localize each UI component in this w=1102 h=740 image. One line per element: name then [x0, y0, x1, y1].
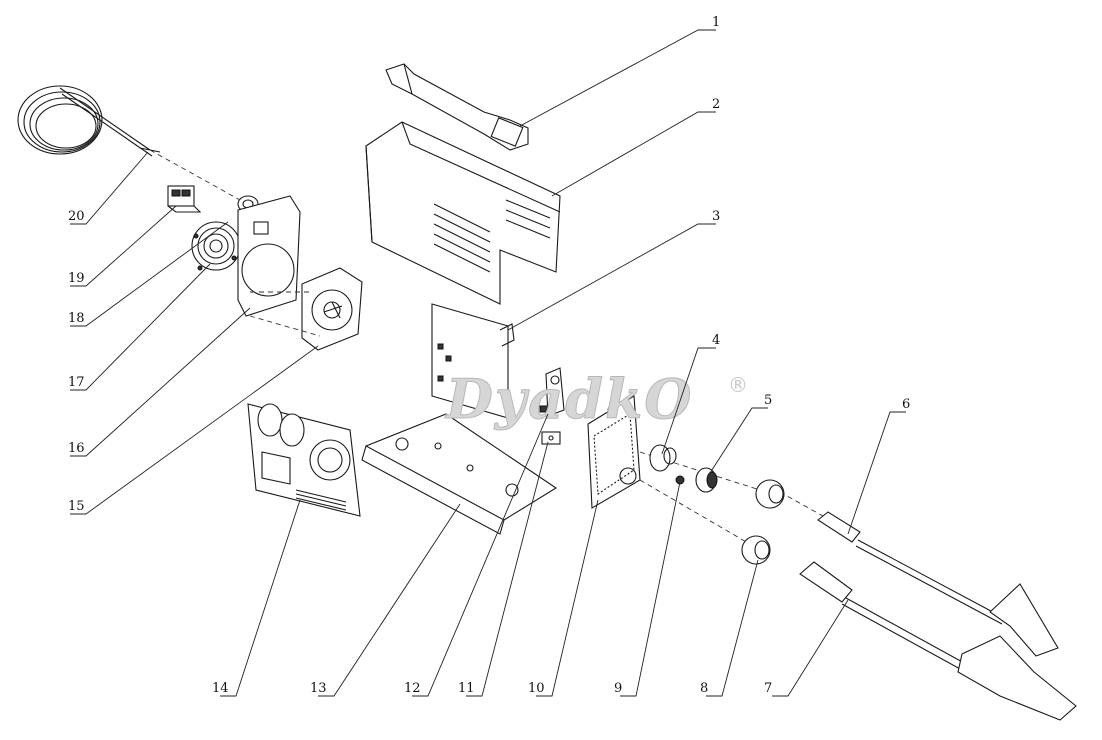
- carry-handle-part: [385, 63, 529, 151]
- fan-guard-part: [191, 221, 241, 271]
- part-label-18: 18: [68, 311, 85, 326]
- cooling-fan-part: [301, 267, 363, 351]
- part-labels: 1 2 3 4 5 6 7 8 9 10 11 12 13 14 15 16 1…: [68, 15, 910, 696]
- bracket-part: [539, 367, 565, 445]
- part-label-7: 7: [764, 681, 772, 696]
- part-label-14: 14: [212, 681, 229, 696]
- part-label-13: 13: [310, 681, 327, 696]
- leader-lines: [70, 29, 906, 697]
- watermark-brand: DyadkO: [444, 367, 693, 431]
- part-label-3: 3: [712, 209, 720, 224]
- part-label-8: 8: [700, 681, 708, 696]
- base-plate-part: [361, 413, 558, 535]
- part-label-12: 12: [404, 681, 421, 696]
- part-label-6: 6: [902, 397, 910, 412]
- part-label-11: 11: [458, 681, 475, 696]
- rear-panel-part: [237, 195, 301, 317]
- part-label-2: 2: [712, 97, 720, 112]
- part-label-15: 15: [68, 499, 85, 514]
- part-label-5: 5: [764, 393, 772, 408]
- part-label-20: 20: [68, 209, 85, 224]
- part-label-4: 4: [712, 333, 720, 348]
- part-label-17: 17: [68, 375, 85, 390]
- adjust-knob-part: [649, 444, 677, 472]
- top-cover-part: [365, 121, 561, 305]
- part-label-9: 9: [614, 681, 622, 696]
- part-label-1: 1: [712, 15, 720, 30]
- power-cable-part: [17, 85, 161, 157]
- front-panel-part: [587, 395, 641, 509]
- power-board-part: [247, 403, 361, 517]
- earth-clamp-part: [817, 511, 1059, 657]
- part-label-19: 19: [68, 271, 85, 286]
- power-switch-part: [167, 185, 202, 213]
- electrode-holder-part: [799, 561, 1077, 721]
- part-label-10: 10: [528, 681, 545, 696]
- part-label-16: 16: [68, 441, 85, 456]
- knob-cap-part: [695, 467, 718, 493]
- watermark-registered-mark: ®: [728, 373, 748, 397]
- output-socket-part: [741, 479, 785, 565]
- control-board-part: [431, 303, 515, 419]
